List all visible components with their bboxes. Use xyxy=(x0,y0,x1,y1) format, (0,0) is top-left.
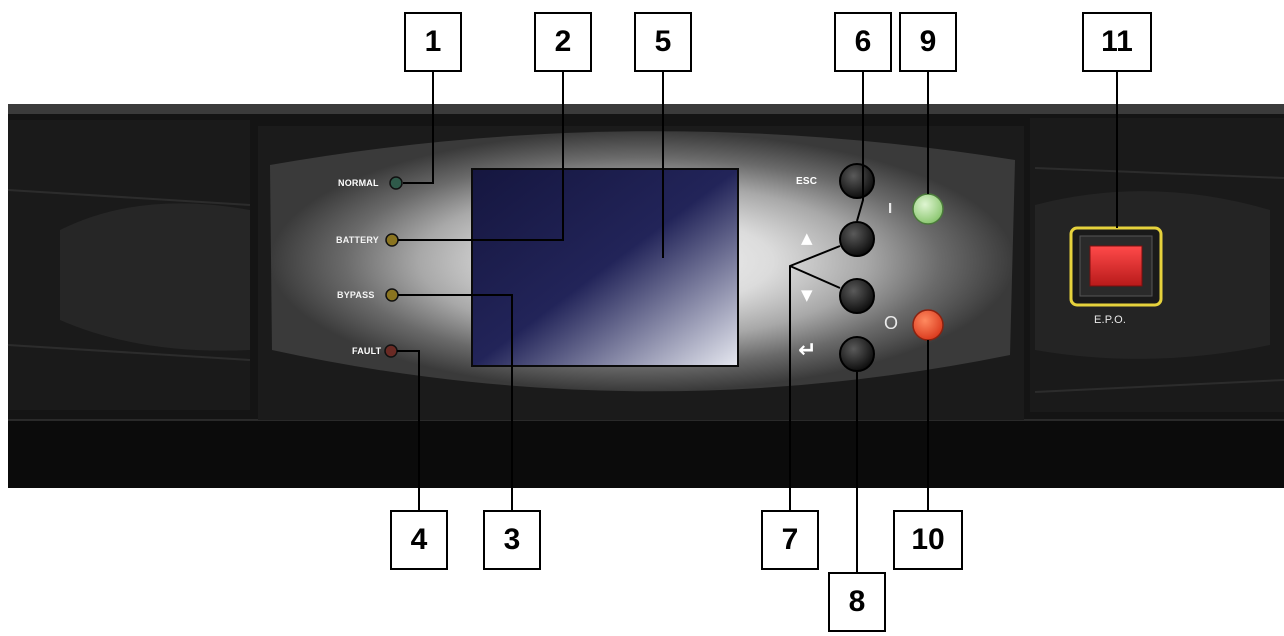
led-fault xyxy=(385,345,397,357)
callout-5: 5 xyxy=(634,12,692,72)
up-arrow-icon: ▲ xyxy=(801,229,813,247)
label-epo: E.P.O. xyxy=(1094,314,1126,326)
led-bypass xyxy=(386,289,398,301)
led-normal xyxy=(390,177,402,189)
label-normal: NORMAL xyxy=(338,178,379,188)
epo-switch[interactable] xyxy=(1071,228,1161,305)
label-fault: FAULT xyxy=(352,346,381,356)
callout-7: 7 xyxy=(761,510,819,570)
on-button[interactable] xyxy=(913,194,943,224)
power-on-icon: I xyxy=(888,200,892,217)
off-button[interactable] xyxy=(913,310,943,340)
callout-1: 1 xyxy=(404,12,462,72)
callout-6: 6 xyxy=(834,12,892,72)
label-esc: ESC xyxy=(796,176,817,187)
callout-8: 8 xyxy=(828,572,886,632)
callout-10: 10 xyxy=(893,510,963,570)
esc-button[interactable] xyxy=(840,164,874,198)
callout-3: 3 xyxy=(483,510,541,570)
label-bypass: BYPASS xyxy=(337,290,375,300)
callout-4: 4 xyxy=(390,510,448,570)
enter-button[interactable] xyxy=(840,337,874,371)
label-battery: BATTERY xyxy=(336,235,379,245)
enter-icon: ↵ xyxy=(798,338,816,363)
callout-9: 9 xyxy=(899,12,957,72)
callout-2: 2 xyxy=(534,12,592,72)
callout-11: 11 xyxy=(1082,12,1152,72)
down-arrow-icon: ▼ xyxy=(801,286,813,304)
down-button[interactable] xyxy=(840,279,874,313)
power-off-icon: O xyxy=(884,313,898,334)
led-battery xyxy=(386,234,398,246)
up-button[interactable] xyxy=(840,222,874,256)
